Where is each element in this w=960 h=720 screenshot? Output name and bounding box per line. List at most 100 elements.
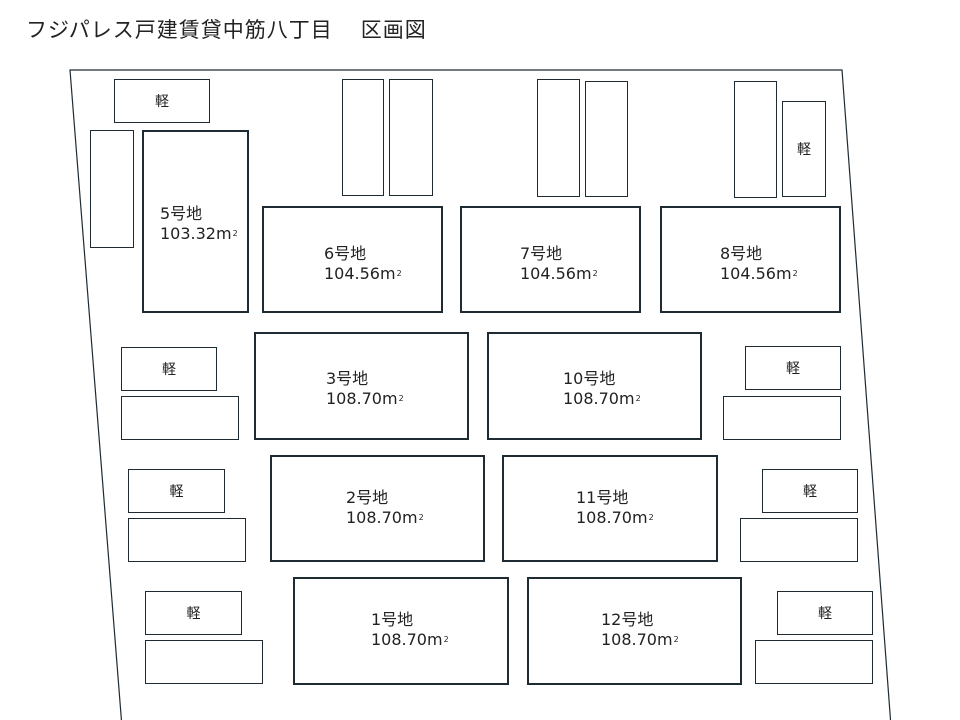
lot-name: 5号地 bbox=[160, 204, 203, 223]
parking-label: 軽 bbox=[803, 484, 817, 500]
area-unit-sup: 2 bbox=[232, 229, 238, 238]
lot[interactable]: 11号地 108.70m2 bbox=[502, 455, 718, 562]
lot[interactable]: 1号地 108.70m2 bbox=[293, 577, 509, 685]
lot-area-value: 108.70 bbox=[601, 630, 657, 649]
lot-area-value: 103.32 bbox=[160, 224, 216, 243]
lot-label: 3号地 108.70m2 bbox=[326, 369, 404, 409]
lot[interactable]: 10号地 108.70m2 bbox=[487, 332, 702, 440]
lot-area: 108.70m2 bbox=[326, 389, 404, 409]
lot-area: 103.32m2 bbox=[160, 224, 238, 244]
lot-area-value: 108.70 bbox=[346, 508, 402, 527]
lot-area-value: 108.70 bbox=[576, 508, 632, 527]
lot-label: 10号地 108.70m2 bbox=[563, 369, 641, 409]
parking-label: 軽 bbox=[797, 142, 811, 158]
area-unit: m bbox=[618, 389, 635, 408]
lot-name: 6号地 bbox=[324, 244, 367, 263]
area-unit: m bbox=[379, 264, 396, 283]
lot-area-value: 104.56 bbox=[720, 264, 776, 283]
lot-name: 1号地 bbox=[371, 610, 414, 629]
parking-space bbox=[389, 79, 433, 196]
lot-area-value: 108.70 bbox=[563, 389, 619, 408]
lot[interactable]: 6号地 104.56m2 bbox=[262, 206, 443, 313]
lot-label: 11号地 108.70m2 bbox=[576, 488, 654, 528]
parking-space bbox=[145, 640, 263, 684]
lot-area-value: 108.70 bbox=[326, 389, 382, 408]
parking-space bbox=[585, 81, 628, 197]
lot-area: 108.70m2 bbox=[576, 508, 654, 528]
area-unit: m bbox=[775, 264, 792, 283]
area-unit-sup: 2 bbox=[418, 513, 424, 522]
parking-label: 軽 bbox=[155, 94, 169, 110]
parking-label: 軽 bbox=[169, 484, 184, 500]
lot-label: 7号地 104.56m2 bbox=[520, 244, 598, 284]
lot-area: 104.56m2 bbox=[324, 264, 402, 284]
lot-area-value: 104.56 bbox=[324, 264, 380, 283]
lot-name: 3号地 bbox=[326, 369, 369, 388]
area-unit-sup: 2 bbox=[648, 513, 654, 522]
lot-name: 2号地 bbox=[346, 488, 389, 507]
parking-space bbox=[740, 518, 858, 562]
lot-label: 12号地 108.70m2 bbox=[601, 610, 679, 650]
lot[interactable]: 7号地 104.56m2 bbox=[460, 206, 641, 313]
lot[interactable]: 12号地 108.70m2 bbox=[527, 577, 742, 685]
parking-label: 軽 bbox=[186, 606, 201, 622]
area-unit: m bbox=[631, 508, 648, 527]
lot-name: 12号地 bbox=[601, 610, 654, 629]
lot-area: 108.70m2 bbox=[371, 630, 449, 650]
lot[interactable]: 2号地 108.70m2 bbox=[270, 455, 485, 562]
lot[interactable]: 3号地 108.70m2 bbox=[254, 332, 469, 440]
parking-space bbox=[121, 396, 239, 440]
kei-parking-space: 軽 bbox=[782, 101, 826, 197]
kei-parking-space: 軽 bbox=[745, 346, 841, 390]
area-unit-sup: 2 bbox=[592, 269, 598, 278]
lot-label: 6号地 104.56m2 bbox=[324, 244, 402, 284]
lot[interactable]: 8号地 104.56m2 bbox=[660, 206, 841, 313]
area-unit: m bbox=[401, 508, 418, 527]
lot-area-value: 104.56 bbox=[520, 264, 576, 283]
area-unit: m bbox=[381, 389, 398, 408]
area-unit-sup: 2 bbox=[398, 394, 404, 403]
lot-label: 1号地 108.70m2 bbox=[371, 610, 449, 650]
area-unit-sup: 2 bbox=[443, 635, 449, 644]
parking-space bbox=[723, 396, 841, 440]
area-unit: m bbox=[575, 264, 592, 283]
lot-label: 8号地 104.56m2 bbox=[720, 244, 798, 284]
lot-area: 108.70m2 bbox=[601, 630, 679, 650]
lot-area: 104.56m2 bbox=[520, 264, 598, 284]
lot-area-value: 108.70 bbox=[371, 630, 427, 649]
parking-space bbox=[734, 81, 777, 198]
lot-area: 108.70m2 bbox=[563, 389, 641, 409]
area-unit-sup: 2 bbox=[396, 269, 402, 278]
area-unit: m bbox=[215, 224, 232, 243]
title-sub: 区画図 bbox=[360, 18, 427, 42]
parking-label: 軽 bbox=[818, 606, 832, 622]
lot-area: 104.56m2 bbox=[720, 264, 798, 284]
kei-parking-space: 軽 bbox=[762, 469, 858, 513]
plan-title: フジパレス戸建賃貸中筋八丁目 区画図 bbox=[26, 14, 427, 44]
area-unit: m bbox=[426, 630, 443, 649]
parking-label: 軽 bbox=[786, 361, 800, 377]
parking-space bbox=[755, 640, 873, 684]
lot-area: 108.70m2 bbox=[346, 508, 424, 528]
lot-label: 5号地 103.32m2 bbox=[160, 204, 238, 244]
lot[interactable]: 5号地 103.32m2 bbox=[142, 130, 249, 313]
parking-space bbox=[90, 130, 134, 248]
kei-parking-space: 軽 bbox=[145, 591, 242, 635]
kei-parking-space: 軽 bbox=[114, 79, 210, 123]
kei-parking-space: 軽 bbox=[777, 591, 873, 635]
lot-name: 8号地 bbox=[720, 244, 763, 263]
parking-space bbox=[128, 518, 246, 562]
lot-name: 7号地 bbox=[520, 244, 563, 263]
area-unit: m bbox=[656, 630, 673, 649]
parking-space bbox=[342, 79, 384, 196]
lot-name: 10号地 bbox=[563, 369, 616, 388]
parking-label: 軽 bbox=[162, 362, 176, 378]
kei-parking-space: 軽 bbox=[128, 469, 225, 513]
title-main: フジパレス戸建賃貸中筋八丁目 bbox=[26, 18, 333, 42]
area-unit-sup: 2 bbox=[792, 269, 798, 278]
parking-space bbox=[537, 79, 580, 197]
lot-name: 11号地 bbox=[576, 488, 629, 507]
area-unit-sup: 2 bbox=[673, 635, 679, 644]
